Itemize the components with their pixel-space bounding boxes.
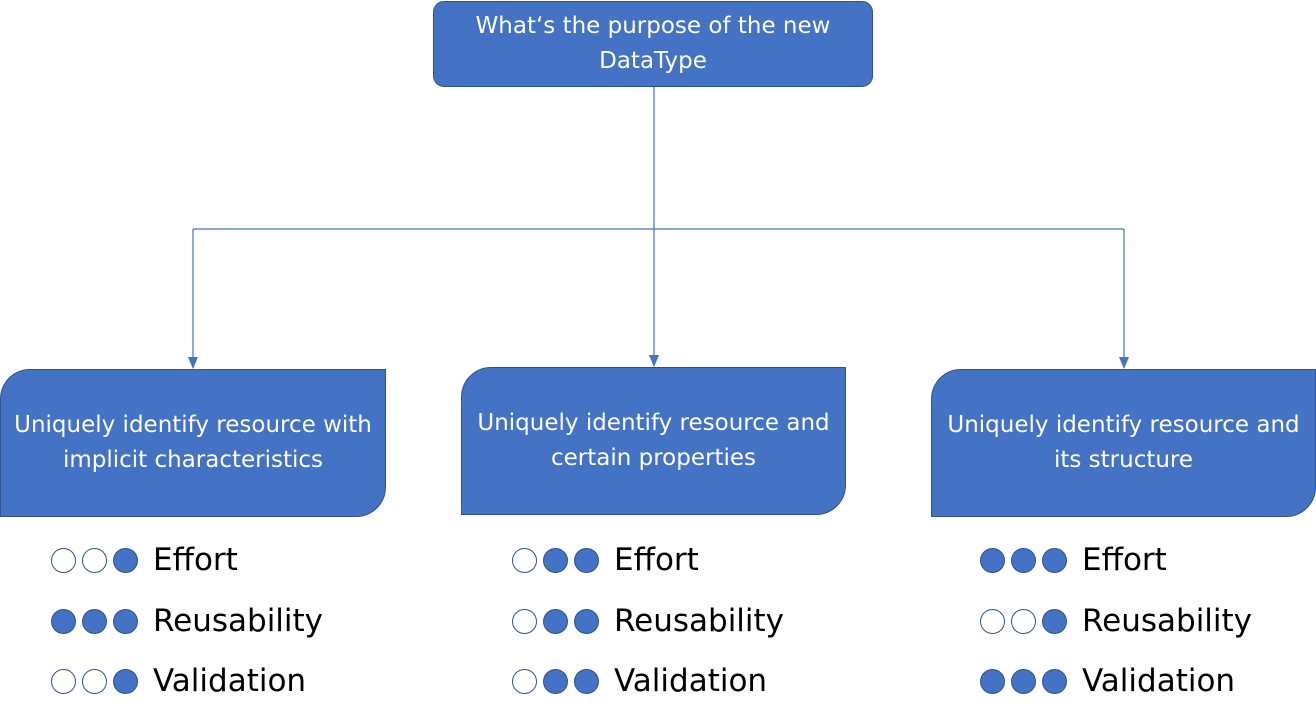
empty-rating-dot xyxy=(51,547,76,573)
filled-rating-dot xyxy=(1042,547,1067,573)
root-question-box: What‘s the purpose of the new DataType xyxy=(433,1,873,87)
rating-row-validation: Validation xyxy=(51,661,306,701)
rating-dots xyxy=(512,608,614,634)
rating-row-reusability: Reusability xyxy=(980,601,1252,641)
empty-rating-dot xyxy=(512,608,537,634)
filled-rating-dot xyxy=(1011,547,1036,573)
option-box-structure: Uniquely identify resource and its struc… xyxy=(931,369,1316,517)
empty-rating-dot xyxy=(512,547,537,573)
root-question-text: What‘s the purpose of the new DataType xyxy=(475,13,831,74)
filled-rating-dot xyxy=(574,608,599,634)
option-box-certain-properties: Uniquely identify resource and certain p… xyxy=(461,367,846,515)
empty-rating-dot xyxy=(82,547,107,573)
filled-rating-dot xyxy=(51,608,76,634)
rating-row-validation: Validation xyxy=(980,661,1235,701)
filled-rating-dot xyxy=(1042,608,1067,634)
criterion-label: Validation xyxy=(153,663,307,699)
rating-dots xyxy=(512,668,614,694)
rating-dots xyxy=(51,547,153,573)
empty-rating-dot xyxy=(82,668,107,694)
filled-rating-dot xyxy=(1042,668,1067,694)
option-text: Uniquely identify resource and certain p… xyxy=(477,410,830,471)
criterion-label: Reusability xyxy=(1082,603,1253,639)
option-text: Uniquely identify resource with implicit… xyxy=(14,412,372,473)
rating-row-effort: Effort xyxy=(51,540,238,580)
rating-dots xyxy=(512,547,614,573)
rating-dots xyxy=(980,547,1082,573)
criterion-label: Effort xyxy=(1082,542,1167,578)
filled-rating-dot xyxy=(113,608,138,634)
filled-rating-dot xyxy=(543,668,568,694)
empty-rating-dot xyxy=(980,608,1005,634)
filled-rating-dot xyxy=(1011,668,1036,694)
filled-rating-dot xyxy=(980,547,1005,573)
empty-rating-dot xyxy=(1011,608,1036,634)
criterion-label: Validation xyxy=(614,663,768,699)
criterion-label: Effort xyxy=(153,542,238,578)
filled-rating-dot xyxy=(113,668,138,694)
option-box-implicit-characteristics: Uniquely identify resource with implicit… xyxy=(0,369,386,517)
filled-rating-dot xyxy=(543,608,568,634)
empty-rating-dot xyxy=(512,668,537,694)
option-text: Uniquely identify resource and its struc… xyxy=(947,412,1300,473)
filled-rating-dot xyxy=(574,668,599,694)
filled-rating-dot xyxy=(82,608,107,634)
rating-dots xyxy=(51,608,153,634)
rating-dots xyxy=(980,608,1082,634)
criterion-label: Reusability xyxy=(153,603,324,639)
rating-row-validation: Validation xyxy=(512,661,767,701)
filled-rating-dot xyxy=(543,547,568,573)
criterion-label: Effort xyxy=(614,542,699,578)
criterion-label: Reusability xyxy=(614,603,785,639)
rating-row-reusability: Reusability xyxy=(51,601,323,641)
rating-row-effort: Effort xyxy=(980,540,1167,580)
criterion-label: Validation xyxy=(1082,663,1236,699)
rating-row-reusability: Reusability xyxy=(512,601,784,641)
empty-rating-dot xyxy=(51,668,76,694)
rating-dots xyxy=(980,668,1082,694)
rating-dots xyxy=(51,668,153,694)
filled-rating-dot xyxy=(574,547,599,573)
filled-rating-dot xyxy=(980,668,1005,694)
filled-rating-dot xyxy=(113,547,138,573)
rating-row-effort: Effort xyxy=(512,540,699,580)
